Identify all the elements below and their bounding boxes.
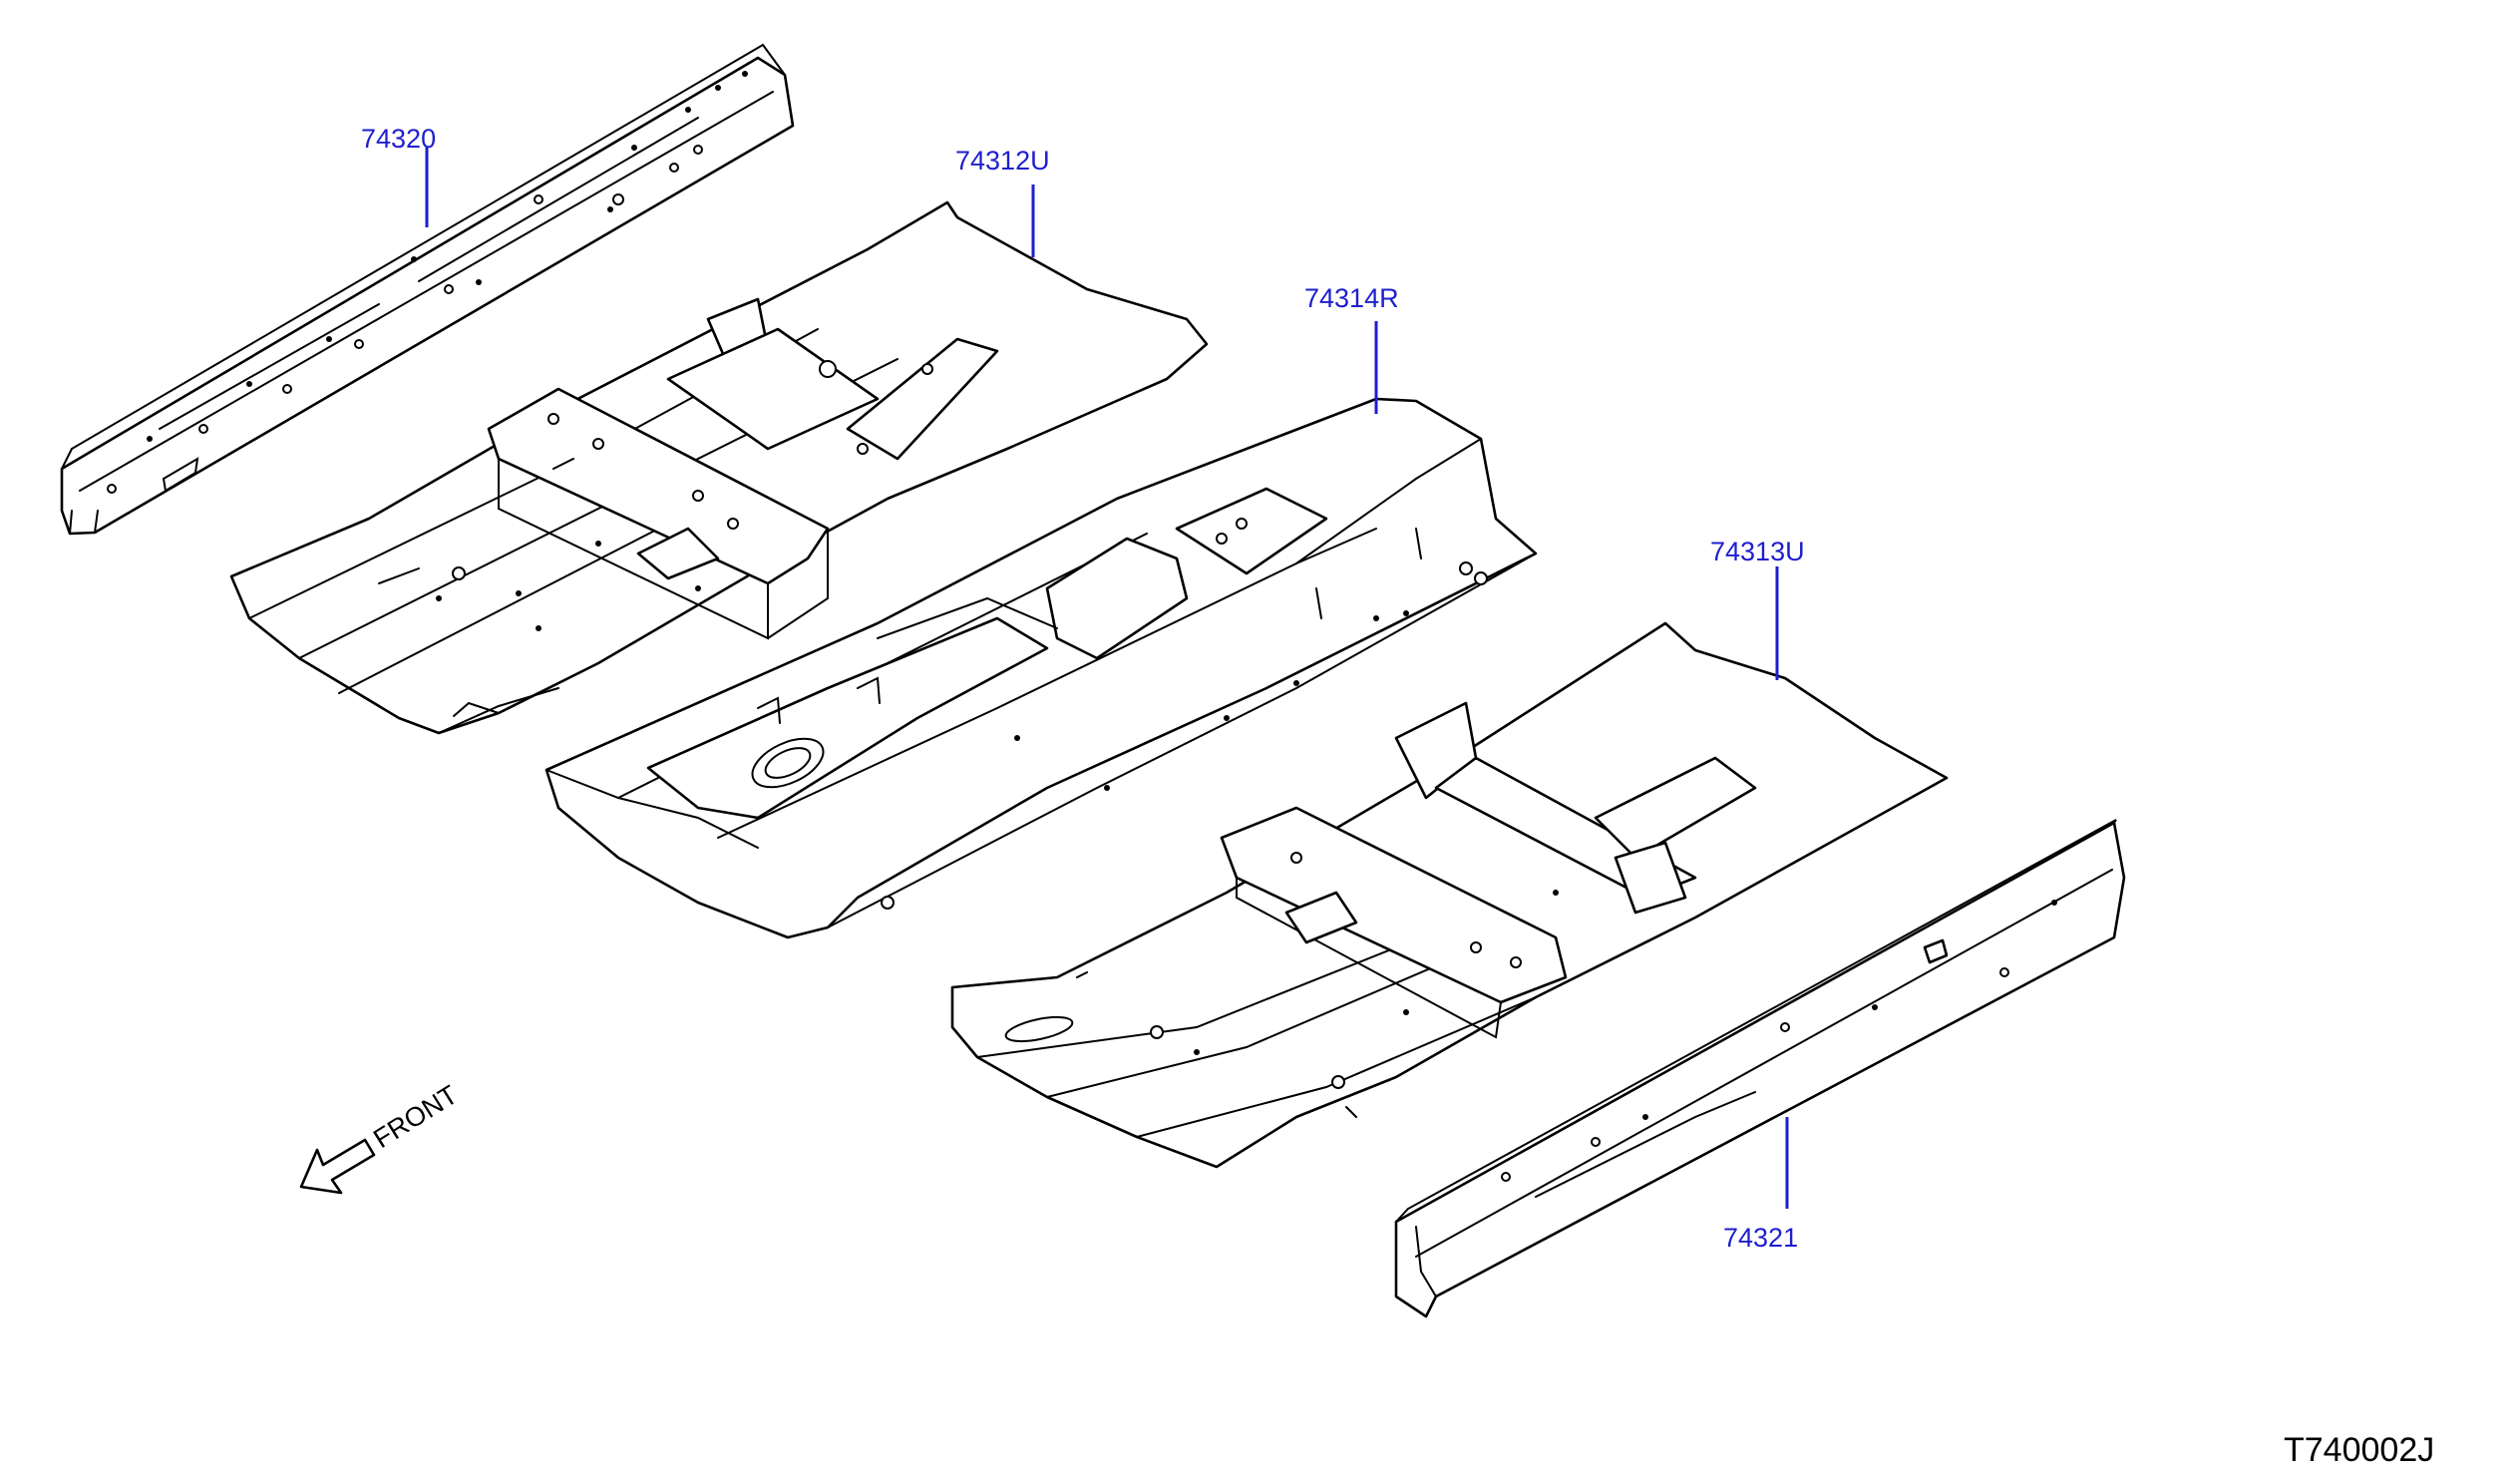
front-floor-panel-part — [229, 200, 1209, 735]
front-label: FRONT — [368, 1079, 463, 1154]
side-rail-right-part — [1394, 819, 2126, 1318]
front-direction-indicator: FRONT — [299, 1079, 463, 1195]
center-tunnel-floor-part — [544, 397, 1538, 939]
side-rail-left-part — [60, 43, 795, 536]
callout-74320: 74320 — [361, 124, 436, 154]
rear-floor-panel-part — [950, 621, 1949, 1169]
callout-74312U: 74312U — [955, 146, 1050, 176]
callout-74321: 74321 — [1723, 1223, 1798, 1253]
callout-74313U: 74313U — [1710, 537, 1805, 566]
front-arrow-icon — [299, 1138, 376, 1195]
callout-74314R: 74314R — [1304, 283, 1399, 313]
diagram-code: T740002J — [2284, 1431, 2434, 1469]
